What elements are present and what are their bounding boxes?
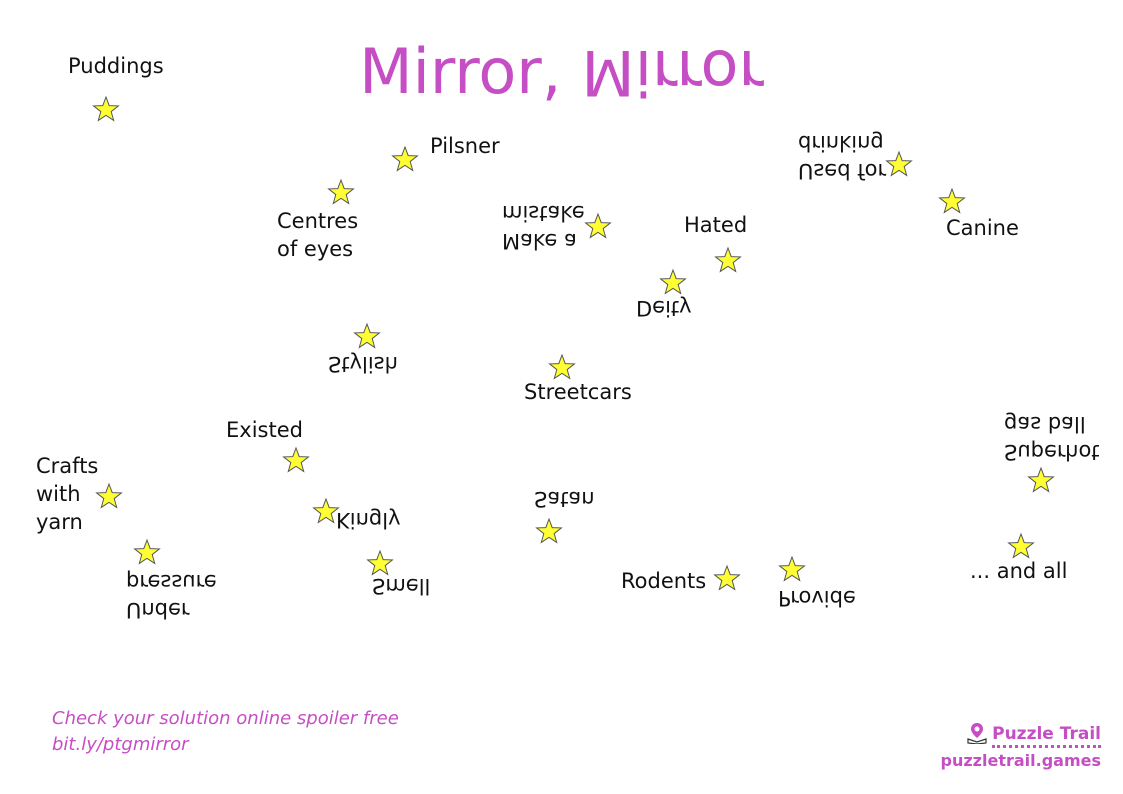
clue-line: Stylish — [328, 352, 398, 376]
star-icon[interactable] — [885, 150, 913, 178]
clue-provide: Provide — [778, 584, 856, 612]
clue-hated: Hated — [684, 211, 747, 239]
clue-and-all: ... and all — [970, 557, 1067, 585]
clue-line: Under — [126, 598, 190, 622]
star-icon[interactable] — [327, 178, 355, 206]
star-icon[interactable] — [312, 497, 340, 525]
star-icon[interactable] — [584, 212, 612, 240]
star-icon[interactable] — [548, 353, 576, 381]
clue-line: Existed — [226, 418, 303, 442]
clue-line: pressure — [126, 570, 217, 594]
clue-line: Crafts — [36, 454, 99, 478]
solution-link-note: Check your solution online spoiler free … — [52, 706, 399, 758]
clue-puddings: Puddings — [68, 52, 164, 80]
star-icon[interactable] — [282, 446, 310, 474]
brand-url[interactable]: puzzletrail.games — [940, 751, 1101, 770]
star-icon[interactable] — [1007, 532, 1035, 560]
brand-name: Puzzle Trail — [992, 723, 1101, 748]
clue-line: yarn — [36, 510, 83, 534]
clue-line: of eyes — [277, 237, 354, 261]
clue-line: Hated — [684, 213, 748, 237]
clue-line: Satan — [534, 487, 595, 511]
map-pin-book-icon — [966, 722, 988, 748]
clue-line: Puddings — [68, 54, 164, 78]
title-mirrored: Mirror — [581, 36, 764, 109]
clue-existed: Existed — [226, 416, 303, 444]
clue-streetcars: Streetcars — [524, 378, 632, 406]
clue-line: Superhot — [1004, 440, 1100, 464]
clue-line: drinking — [798, 131, 884, 155]
clue-pilsner: Pilsner — [430, 132, 500, 160]
star-icon[interactable] — [714, 246, 742, 274]
clue-line: gas ball — [1004, 412, 1086, 436]
star-icon[interactable] — [713, 564, 741, 592]
clue-superhot-gas-ball: Superhot gas ball — [1004, 410, 1100, 466]
clue-make-a-mistake: Make a mistake — [502, 199, 585, 255]
star-icon[interactable] — [1027, 466, 1055, 494]
clue-stylish: Stylish — [328, 350, 398, 378]
clue-line: Kingly — [336, 508, 401, 532]
title-normal: Mirror, — [359, 35, 562, 108]
star-icon[interactable] — [95, 482, 123, 510]
clue-canine: Canine — [946, 214, 1019, 242]
star-icon[interactable] — [366, 549, 394, 577]
clue-line: Rodents — [621, 569, 707, 593]
clue-line: Used for — [798, 159, 887, 183]
clue-kingly: Kingly — [336, 506, 401, 534]
brand-block: Puzzle Trail puzzletrail.games — [941, 722, 1101, 774]
clue-deity: Deity — [636, 294, 692, 322]
clue-line: Streetcars — [524, 380, 632, 404]
star-icon[interactable] — [938, 187, 966, 215]
star-icon[interactable] — [353, 322, 381, 350]
clue-line: Deity — [636, 296, 692, 320]
star-icon[interactable] — [92, 95, 120, 123]
star-icon[interactable] — [535, 517, 563, 545]
clue-line: Canine — [946, 216, 1019, 240]
clue-line: Make a — [502, 229, 577, 253]
clue-line: ... and all — [970, 559, 1068, 583]
star-icon[interactable] — [391, 145, 419, 173]
clue-line: with — [36, 482, 81, 506]
clue-used-for-drinking: Used for drinking — [798, 129, 886, 185]
clue-under-pressure: Under pressure — [126, 568, 217, 624]
star-icon[interactable] — [778, 555, 806, 583]
clue-rodents: Rodents — [621, 567, 706, 595]
clue-centres-of-eyes: Centres of eyes — [277, 207, 358, 263]
footer-line-check: Check your solution online spoiler free — [52, 708, 399, 729]
footer-link[interactable]: bit.ly/ptgmirror — [52, 734, 189, 755]
clue-line: Provide — [778, 586, 856, 610]
clue-satan: Satan — [534, 485, 595, 513]
star-icon[interactable] — [133, 538, 161, 566]
clue-line: Pilsner — [430, 134, 500, 158]
clue-crafts-with-yarn: Crafts with yarn — [36, 452, 98, 536]
brand-logo: Puzzle Trail — [941, 722, 1101, 748]
star-icon[interactable] — [659, 268, 687, 296]
page-title: Mirror, Mirror — [0, 35, 1123, 110]
clue-line: Centres — [277, 209, 359, 233]
clue-line: mistake — [502, 201, 585, 225]
